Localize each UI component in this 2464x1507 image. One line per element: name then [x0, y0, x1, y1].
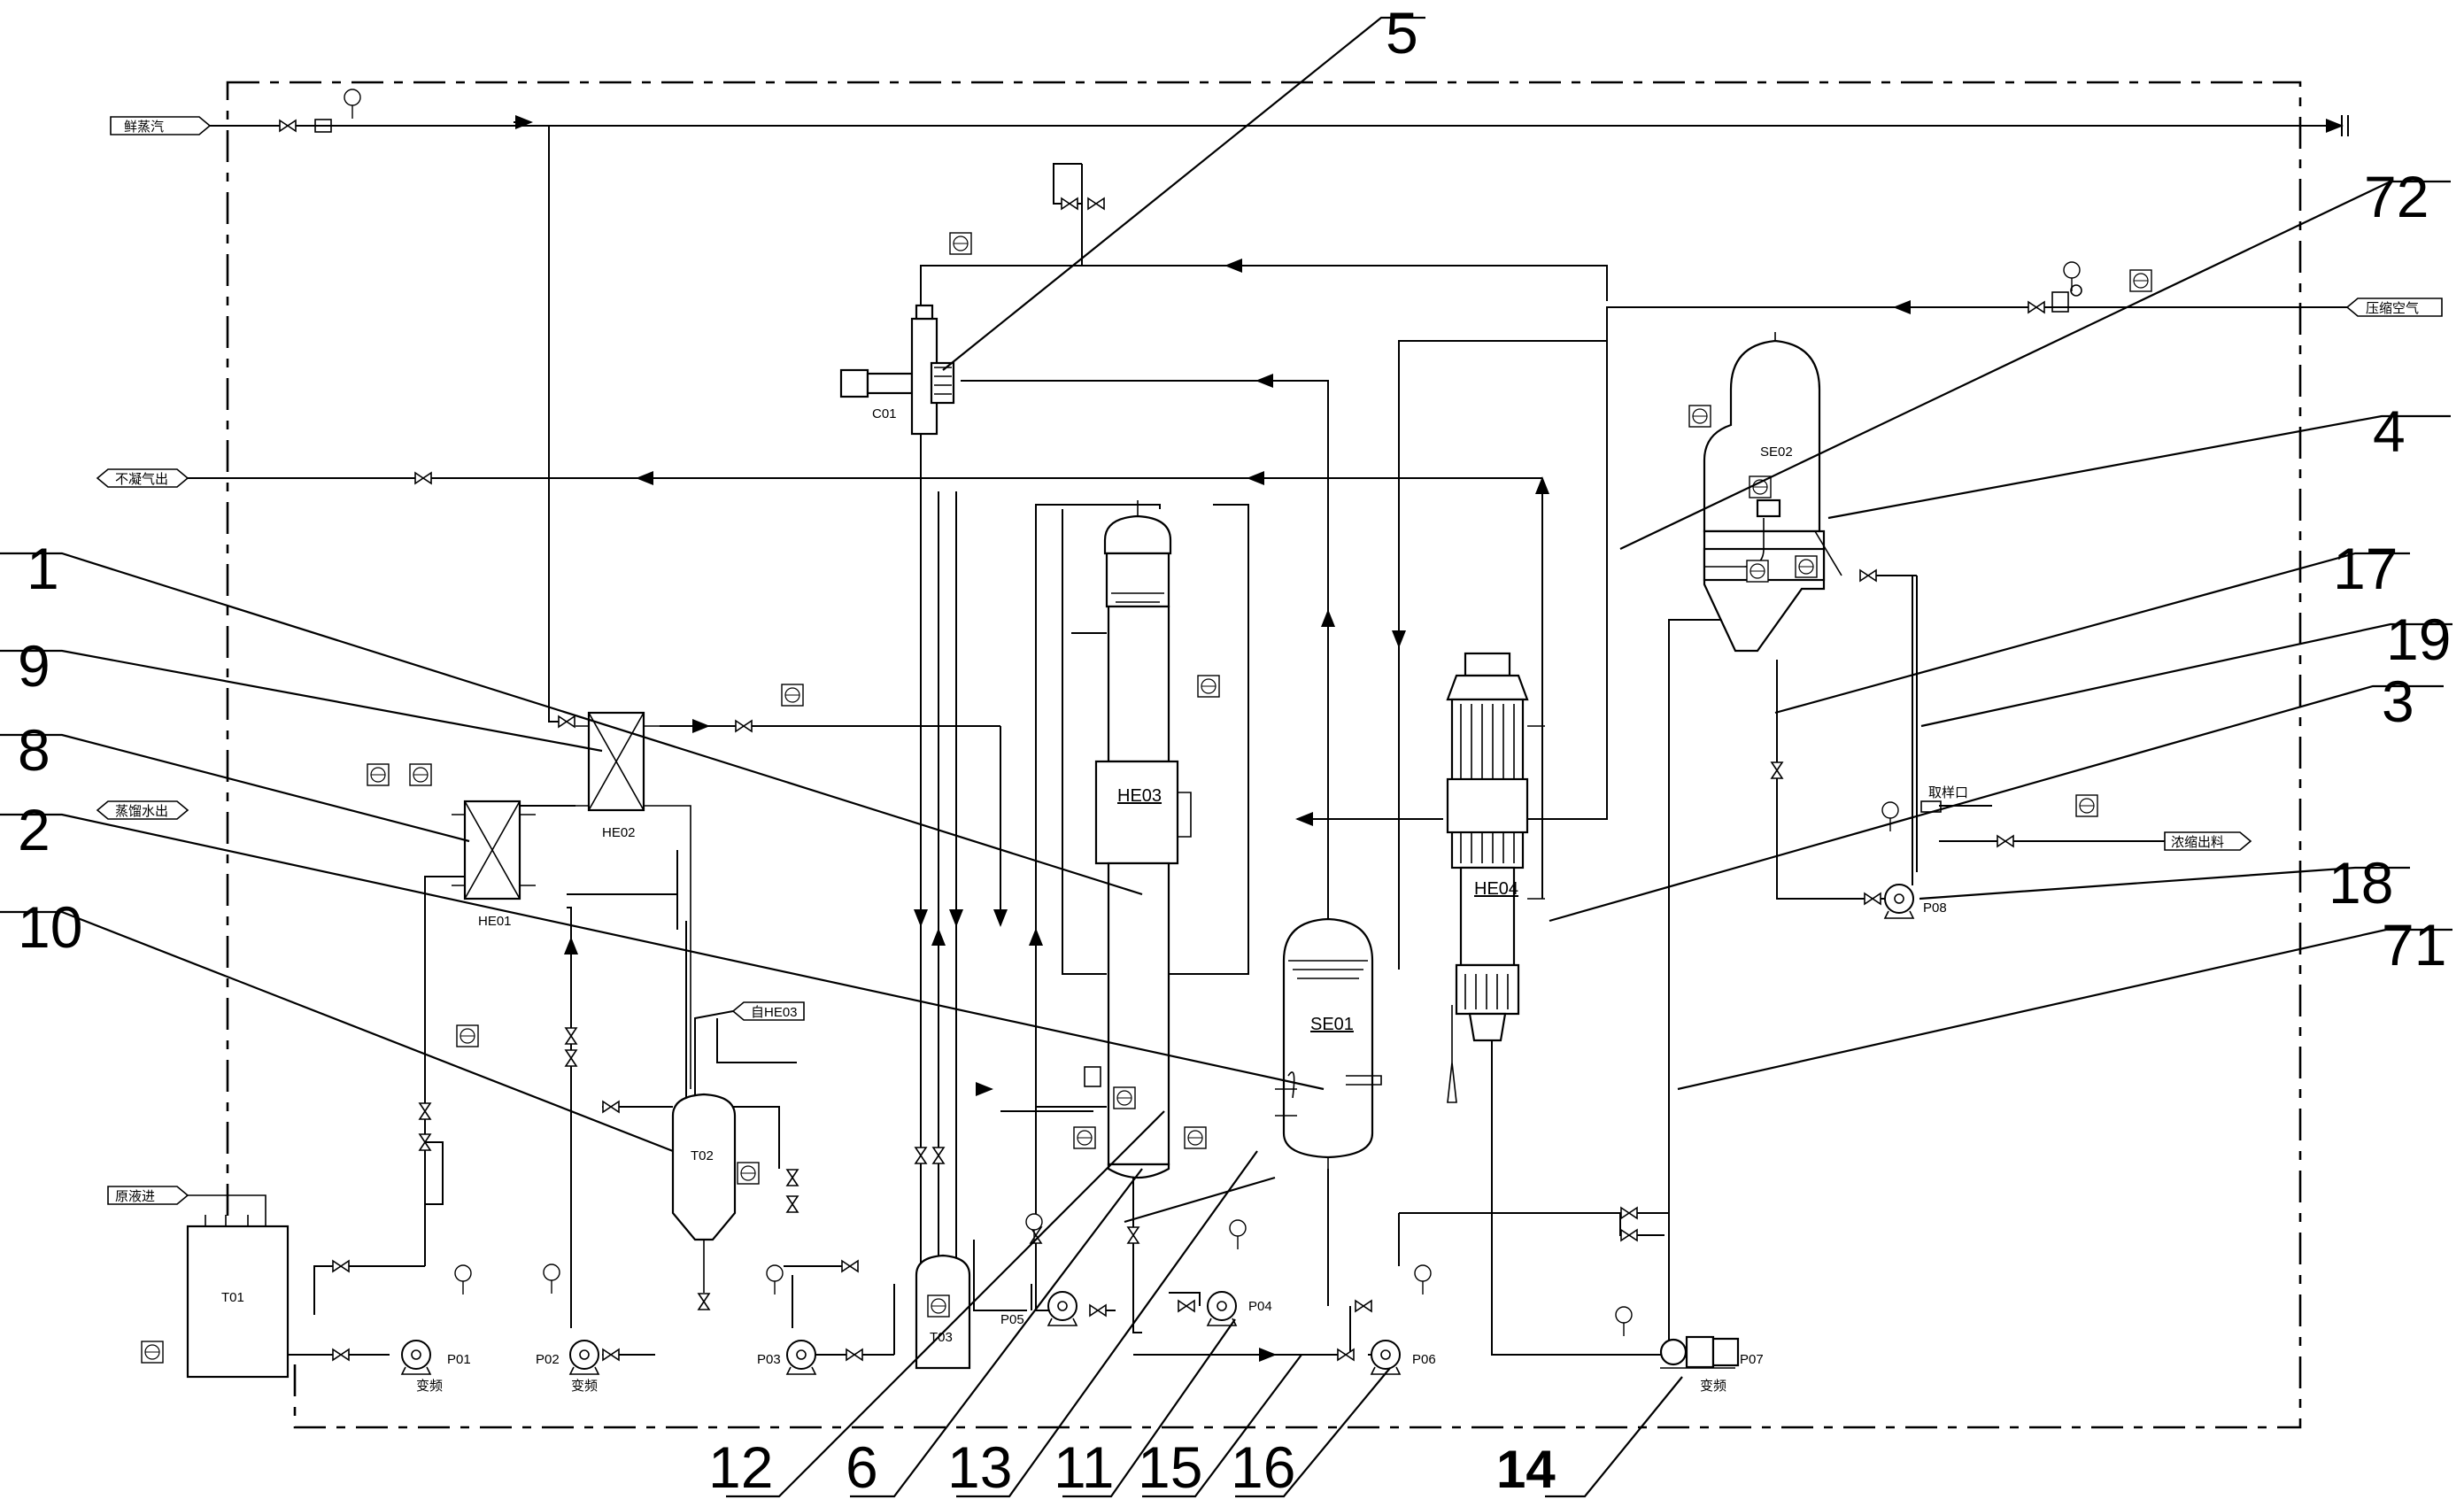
steam-in-label: 鲜蒸汽: [124, 120, 164, 135]
p03-label: P03: [757, 1352, 781, 1367]
p08-label: P08: [1923, 900, 1947, 916]
callout-6: 6: [846, 1434, 878, 1500]
piping: [188, 115, 2349, 1362]
callout-9: 9: [18, 633, 50, 699]
exchanger-he01: HE01: [452, 800, 536, 929]
noncond-out-label: 不凝气出: [115, 472, 168, 487]
callout-leaders: [0, 16, 2452, 1498]
t01-label: T01: [221, 1290, 244, 1305]
p01-vfd: 变频: [416, 1379, 443, 1394]
skid-boundary: [226, 81, 2302, 1429]
feed-in-label: 原液进: [115, 1189, 155, 1204]
valves: [279, 119, 2045, 1361]
exchanger-he02: HE02: [520, 711, 691, 1089]
sample-port-label: 取样口: [1928, 785, 1968, 800]
callout-14: 14: [1496, 1440, 1556, 1499]
p02-vfd: 变频: [571, 1379, 598, 1394]
tank-t01: T01: [186, 1194, 290, 1379]
callout-72: 72: [2364, 164, 2429, 229]
callout-17: 17: [2333, 536, 2398, 601]
tank-t02: T02: [671, 1093, 737, 1293]
p02-label: P02: [536, 1352, 560, 1367]
callout-15: 15: [1138, 1434, 1202, 1500]
callout-11: 11: [1054, 1434, 1115, 1500]
stream-feed-in: 原液进: [107, 1186, 189, 1205]
pump-p06: P06: [1371, 1340, 1436, 1375]
column-he03: HE03: [1094, 500, 1192, 1179]
pump-p02: P02 变频: [536, 1340, 599, 1394]
product-out-label: 浓缩出料: [2171, 835, 2224, 850]
stream-noncond-out: 不凝气出: [96, 468, 189, 488]
p06-label: P06: [1412, 1352, 1436, 1367]
he04-label: HE04: [1474, 879, 1518, 899]
callout-1: 1: [27, 536, 59, 601]
condensate-out-label: 蒸馏水出: [115, 804, 168, 819]
callout-10: 10: [18, 894, 82, 960]
stream-from-he03: 自HE03: [731, 1001, 805, 1021]
callout-3: 3: [2382, 668, 2414, 734]
exchanger-he04: HE04: [1446, 652, 1545, 1042]
p05-label: P05: [1000, 1312, 1024, 1327]
he02-label: HE02: [602, 825, 636, 840]
pump-p07: P07 变频: [1659, 1335, 1764, 1394]
callout-16: 16: [1231, 1434, 1295, 1500]
callout-4: 4: [2373, 398, 2406, 464]
t02-label: T02: [691, 1148, 714, 1163]
compressor-c01: C01: [839, 304, 955, 436]
callout-71: 71: [2382, 912, 2446, 978]
p07-label: P07: [1740, 1352, 1764, 1367]
callout-19: 19: [2386, 607, 2451, 672]
pump-p03: P03: [757, 1340, 816, 1375]
stream-air-in: 压缩空气: [2345, 298, 2443, 317]
callout-18: 18: [2329, 850, 2393, 916]
from-he03-label: 自HE03: [751, 1005, 798, 1020]
callout-12: 12: [708, 1434, 773, 1500]
c01-label: C01: [872, 406, 897, 421]
he01-label: HE01: [478, 914, 512, 929]
p01-label: P01: [447, 1352, 471, 1367]
stream-condensate-out: 蒸馏水出: [96, 800, 189, 820]
p04-label: P04: [1248, 1299, 1272, 1314]
pump-p04: P04: [1207, 1291, 1272, 1326]
he03-label: HE03: [1117, 786, 1162, 806]
stream-steam-in: 鲜蒸汽: [110, 116, 212, 135]
stream-product-out: 浓缩出料: [2164, 831, 2252, 851]
callout-8: 8: [18, 717, 50, 783]
instruments: [141, 89, 2152, 1364]
air-in-label: 压缩空气: [2366, 301, 2419, 316]
se01-label: SE01: [1310, 1015, 1354, 1034]
p07-vfd: 变频: [1700, 1379, 1726, 1394]
pump-p05: P05: [1000, 1291, 1078, 1327]
pump-p08: P08: [1884, 884, 1947, 919]
callout-5: 5: [1386, 0, 1418, 66]
se02-label: SE02: [1760, 444, 1793, 460]
separator-se02: SE02: [1703, 332, 1842, 653]
callout-2: 2: [18, 797, 50, 862]
callout-13: 13: [947, 1434, 1012, 1500]
callout-numbers: 5 72 4 17 19 3 18 71 1 9 8 2 10 12 6 13 …: [18, 0, 2451, 1500]
pump-p01: P01 变频: [401, 1340, 471, 1394]
separator-se01: SE01: [1275, 917, 1382, 1169]
